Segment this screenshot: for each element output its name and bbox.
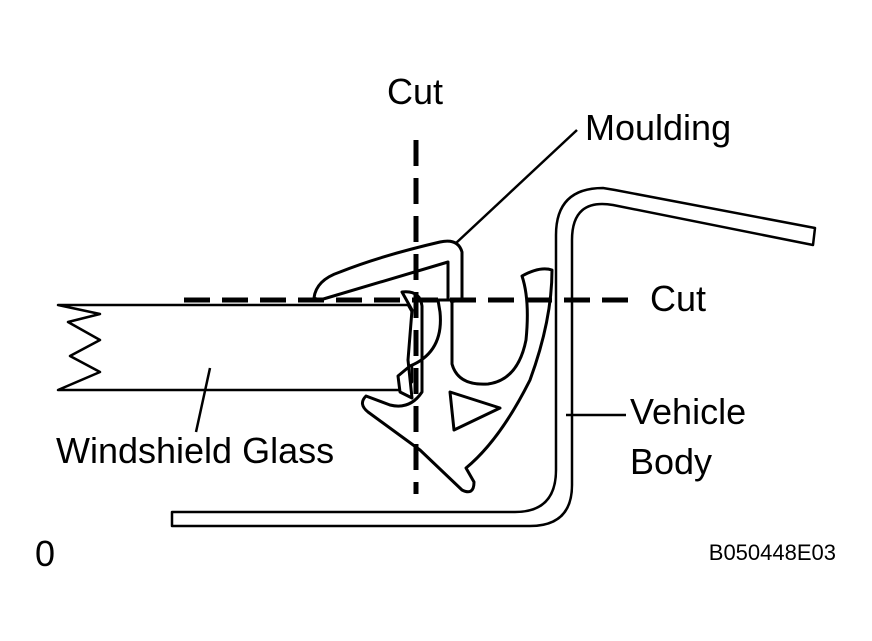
moulding-upper-lip <box>312 239 464 304</box>
vehicle-body-label-line2: Body <box>630 441 712 482</box>
windshield-glass-label: Windshield Glass <box>56 430 334 471</box>
footer-number: 0 <box>35 533 55 574</box>
moulding-body <box>361 267 554 494</box>
windshield-glass <box>56 303 414 392</box>
windshield-glass-leader <box>194 367 212 433</box>
moulding-leader <box>454 129 578 245</box>
figure-code: B050448E03 <box>709 540 836 565</box>
moulding-label: Moulding <box>585 107 731 148</box>
vehicle-body-panel <box>170 186 817 528</box>
moulding-cavity <box>448 390 502 432</box>
cut-label-vertical: Cut <box>387 71 443 112</box>
cut-label-horizontal: Cut <box>650 278 706 319</box>
vehicle-body-label-line1: Vehicle <box>630 391 746 432</box>
